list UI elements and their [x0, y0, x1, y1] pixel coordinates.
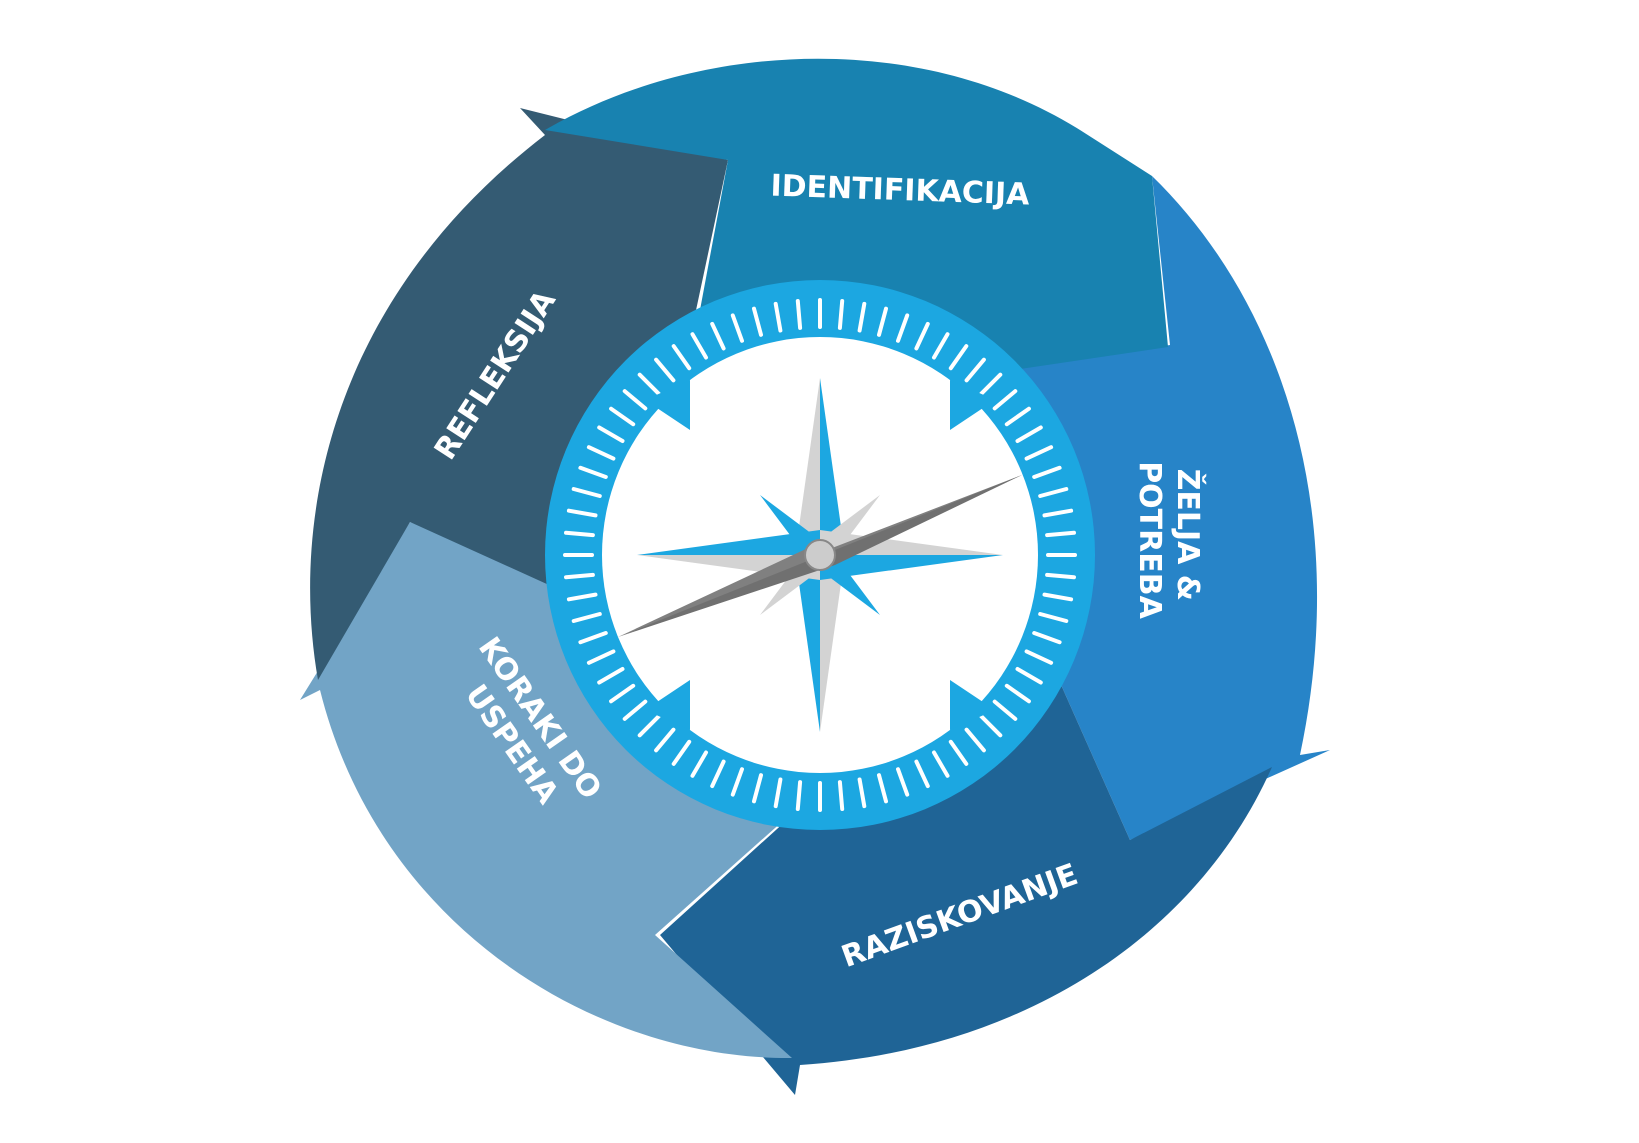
compass-tick: [654, 357, 676, 383]
compass-tick: [877, 306, 888, 337]
compass-tick: [1024, 649, 1054, 665]
compass-tick: [578, 465, 608, 479]
compass-tick: [964, 727, 986, 753]
compass-tick: [1042, 508, 1074, 518]
compass-pointers: [645, 380, 995, 730]
compass-tick: [773, 777, 783, 809]
compass-tick: [730, 767, 744, 797]
compass-tick: [948, 344, 969, 371]
compass-tick: [795, 299, 803, 330]
compass-tick: [1038, 487, 1069, 498]
compass-tick: [597, 667, 625, 685]
compass-tick: [773, 301, 783, 333]
compass-tick: [914, 759, 930, 789]
compass-tick: [1015, 425, 1043, 443]
compass-tick: [571, 612, 602, 623]
label-zelja-potreba: ŽELJA & POTREBA: [1132, 461, 1206, 619]
compass-tick: [622, 389, 648, 411]
compass-tick: [932, 332, 950, 360]
compass-tick: [637, 372, 661, 396]
compass-tick: [586, 445, 616, 461]
compass-tick: [710, 321, 726, 351]
compass-tick: [654, 727, 676, 753]
compass-tick: [730, 313, 744, 343]
compass-tick: [710, 759, 726, 789]
compass-tick: [566, 508, 598, 518]
compass-tick: [857, 777, 867, 809]
compass-ticks: [563, 298, 1077, 812]
label-zelja-line1: ŽELJA &: [1170, 469, 1206, 601]
compass-tick: [857, 301, 867, 333]
compass-tick: [1024, 445, 1054, 461]
compass-hub: [804, 539, 836, 571]
compass-tick: [586, 649, 616, 665]
compass-tick: [1032, 465, 1062, 479]
compass-tick: [571, 487, 602, 498]
compass-tick: [1015, 667, 1043, 685]
compass-tick: [690, 332, 708, 360]
compass-tick: [690, 750, 708, 778]
compass-tick: [564, 530, 595, 538]
compass-tick: [637, 714, 661, 738]
compass-tick: [896, 767, 910, 797]
compass-tick: [1042, 592, 1074, 602]
compass-tick: [837, 780, 845, 811]
compass-tick: [992, 389, 1018, 411]
compass-tick: [948, 739, 969, 766]
compass-tick: [837, 299, 845, 330]
compass-tick: [877, 773, 888, 804]
compass-tick: [752, 773, 763, 804]
compass-tick: [609, 683, 636, 704]
segment-zelja-potreba: [1010, 176, 1330, 840]
compass-tick: [609, 406, 636, 427]
segment-raziskovanje: [660, 660, 1272, 1095]
compass-tick: [597, 425, 625, 443]
compass-tick: [992, 699, 1018, 721]
compass-tick: [964, 357, 986, 383]
compass-tick: [1045, 572, 1076, 580]
compass-tick: [671, 344, 692, 371]
compass-tick: [1045, 530, 1076, 538]
compass-tick: [1032, 631, 1062, 645]
compass-tick: [622, 699, 648, 721]
compass-tick: [752, 306, 763, 337]
compass-tick: [1004, 406, 1031, 427]
compass-tick: [1004, 683, 1031, 704]
compass-tick: [896, 313, 910, 343]
compass-tick: [979, 714, 1003, 738]
compass-tick: [564, 572, 595, 580]
compass: [545, 280, 1095, 830]
compass-tick: [914, 321, 930, 351]
compass-tick: [932, 750, 950, 778]
compass-tick: [795, 780, 803, 811]
compass-tick: [671, 739, 692, 766]
compass-tick: [578, 631, 608, 645]
compass-tick: [1038, 612, 1069, 623]
compass-tick: [566, 592, 598, 602]
label-zelja-line2: POTREBA: [1132, 461, 1167, 619]
compass-tick: [979, 372, 1003, 396]
segment-refleksija: [310, 108, 728, 680]
segment-identifikacija: [545, 58, 1168, 411]
